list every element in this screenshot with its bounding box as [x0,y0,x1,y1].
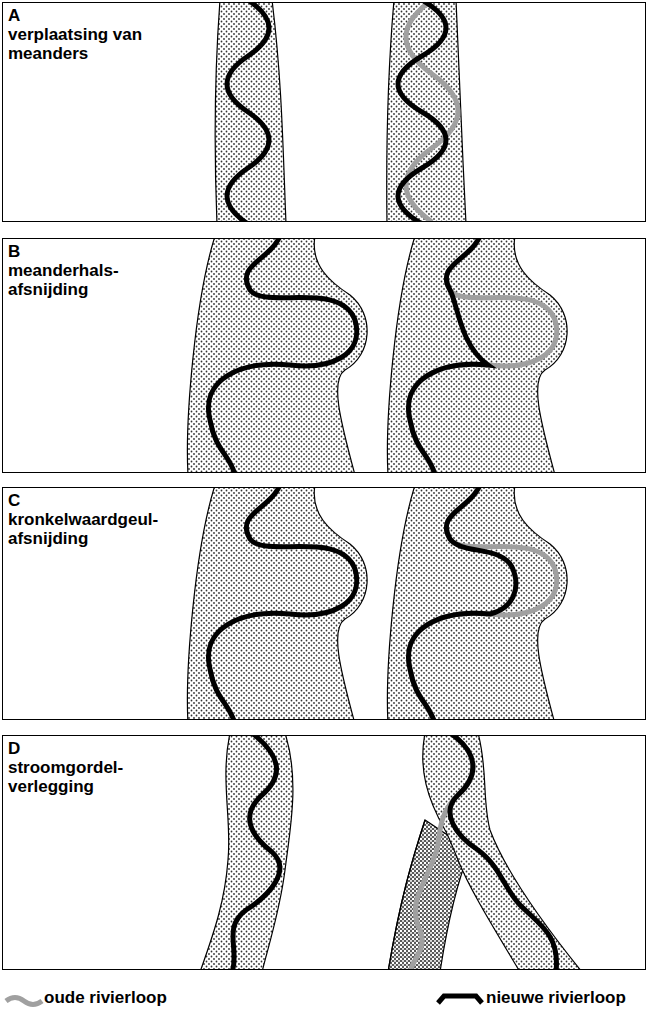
neck-cutoff [187,239,567,472]
panel-frame: Bmeanderhals- afsnijding [2,238,646,473]
belt-avulsion [200,736,582,969]
panel-frame: Ckronkelwaardgeul- afsnijding [2,487,646,720]
panel-title: stroomgordel- verlegging [6,758,170,796]
legend-text: nieuwe rivierloop [486,988,626,1008]
legend-item: nieuwe rivierloop [486,988,626,1008]
panel-letter: A [6,6,22,25]
legend-item: oude rivierloop [44,988,167,1008]
panel-letter: D [6,739,22,758]
panel-letter: B [6,242,22,261]
old-course-sample [6,998,42,1005]
panel-title: meanderhals- afsnijding [6,261,170,299]
new-course-sample [438,996,482,1003]
legend-text: oude rivierloop [44,988,167,1008]
panel-title: verplaatsing van meanders [6,25,170,63]
chute-cutoff [187,488,567,719]
panel-letter: C [6,491,22,510]
meander-shift [215,3,466,221]
panel-frame: Dstroomgordel- verlegging [2,735,646,970]
panel-title: kronkelwaardgeul- afsnijding [6,510,170,548]
panel-frame: Averplaatsing van meanders [2,2,646,222]
